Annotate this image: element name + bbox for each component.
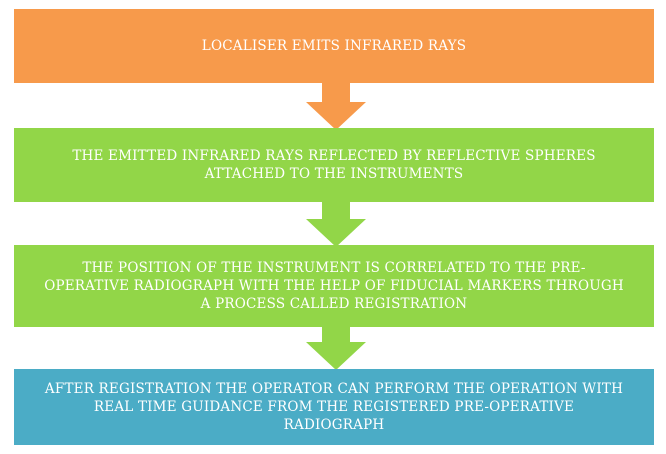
step-text: AFTER REGISTRATION THE OPERATOR CAN PERF… [44,381,624,433]
step-box-guidance: AFTER REGISTRATION THE OPERATOR CAN PERF… [14,369,654,445]
step-text: THE EMITTED INFRARED RAYS REFLECTED BY R… [72,148,596,182]
arrow-shape [306,80,366,130]
arrow-shape [306,324,366,370]
down-arrow-icon [306,199,366,247]
step-text: THE POSITION OF THE INSTRUMENT IS CORREL… [44,260,624,312]
step-box-localiser: LOCALISER EMITS INFRARED RAYS [14,9,654,83]
down-arrow-icon [306,80,366,130]
step-box-reflection: THE EMITTED INFRARED RAYS REFLECTED BY R… [14,128,654,202]
step-box-registration: THE POSITION OF THE INSTRUMENT IS CORREL… [14,245,654,327]
step-text: LOCALISER EMITS INFRARED RAYS [201,38,467,54]
arrow-shape [306,199,366,247]
down-arrow-icon [306,324,366,370]
